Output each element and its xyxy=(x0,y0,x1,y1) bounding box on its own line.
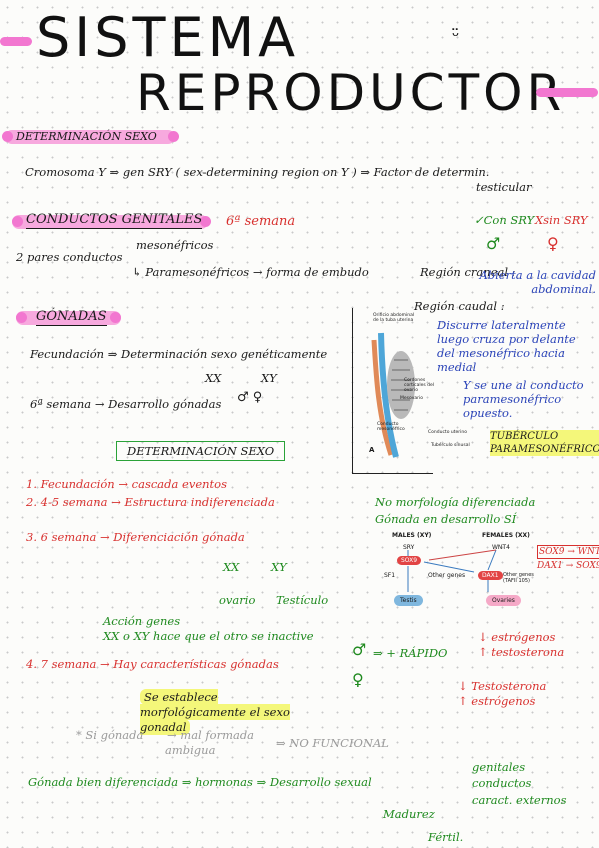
point-3-testiculo: Testículo xyxy=(276,593,329,607)
anatomy-diagram xyxy=(352,308,433,474)
gonads-symbols: ♂ ♀ xyxy=(237,390,263,405)
gene-other-2: Other genes (TAFII 105) xyxy=(503,572,534,584)
gonad-stripes xyxy=(391,359,411,411)
xx-label: XX xyxy=(205,371,222,385)
sexo-gonadal-highlight: Se establece morfológicamente el sexo go… xyxy=(140,689,315,735)
determinacion-sexo-box: DETERMINACIÓN SEXO xyxy=(116,441,286,461)
genitales: genitales xyxy=(472,760,526,774)
point-4-female: ♀ xyxy=(352,670,364,689)
testosterona-down: ↓ Testosterona xyxy=(458,679,547,693)
mesonephric-duct xyxy=(371,339,394,456)
gene-other-1: Other genes xyxy=(428,572,466,579)
heading-dot-left xyxy=(16,312,27,323)
fertil: Fértil. xyxy=(428,830,464,844)
gene-diagram-arrows xyxy=(407,549,497,592)
section-heading-conductos: CONDUCTOS GENITALES xyxy=(26,212,203,229)
diagram-label-tuberculo: Tubérculo sinusal xyxy=(431,443,470,448)
gene-diagram-males: MALES (XY) xyxy=(392,532,432,539)
region-caudal-value2: Y se une al conducto paramesonéfrico opu… xyxy=(463,378,584,420)
diagram-label-orificio: Orificio abdominal de la tuba uterina xyxy=(373,313,415,323)
gene-testis: Testis xyxy=(394,595,423,606)
week-6-label: 6ª semana xyxy=(226,214,296,229)
gene-ovaries: Ovaries xyxy=(486,595,521,606)
gonada-final: Gónada bien diferenciada ⇒ hormonas ⇒ De… xyxy=(28,775,372,789)
paramesonephric-duct xyxy=(378,332,399,458)
region-caudal-value: Discurre lateralmente luego cruza por de… xyxy=(437,318,576,374)
diagram-label-mesovario: Mesovario xyxy=(400,396,424,401)
accion-genes: Acción genes xyxy=(103,614,181,628)
title-accent-right xyxy=(536,88,598,97)
cromosoma-line: Cromosoma Y ⇒ gen SRY ( sex-determining … xyxy=(25,165,490,179)
estrogenos-up: ↑ estrógenos xyxy=(458,694,536,708)
gene-diagram-females: FEMALES (XX) xyxy=(482,532,530,539)
mesonefricos-label: mesonéfricos xyxy=(136,238,214,252)
heading-dot-left xyxy=(12,216,23,227)
section-heading-highlight xyxy=(12,215,208,229)
estrogenos-down: ↓ estrógenos xyxy=(478,630,556,644)
gonad-shape xyxy=(387,351,415,419)
male-symbol: ♂ xyxy=(486,234,501,253)
si-gonada: * Si gónada xyxy=(76,728,144,742)
gene-sf1: SF1 xyxy=(384,572,396,579)
region-craneal-value: Abierta a la cavidad abdominal. xyxy=(479,268,596,296)
region-caudal: Región caudal : xyxy=(414,299,505,313)
ambigua: ambigua xyxy=(165,743,216,757)
point-1: 1. Fecundación → cascada eventos xyxy=(26,477,227,491)
region-craneal: Región craneal : xyxy=(420,265,516,279)
gene-sox9: SOX9 xyxy=(397,556,422,565)
anatomy-illustration xyxy=(371,332,415,458)
smiley-doodle: ᵕ̈ xyxy=(452,26,460,47)
rapido: ⇒ + RÁPIDO xyxy=(373,646,448,660)
pares-conductos: 2 pares conductos xyxy=(16,250,123,264)
heading-dot-right xyxy=(200,216,211,227)
cromosoma-line-cont: testicular xyxy=(476,180,532,194)
conductos-final: conductos xyxy=(472,776,532,790)
point-2-result-1: No morfología diferenciada xyxy=(375,495,536,509)
madurez: Madurez xyxy=(383,807,435,821)
tuberculo-paramesonefrico: TUBÉRCULO PARAMESONÉFRICO xyxy=(490,430,599,456)
diagram-label-conducto-uterino: Conducto uterino xyxy=(428,430,467,435)
point-3-xy: XY xyxy=(271,560,287,574)
semana6-line: 6ª semana → Desarrollo gónadas xyxy=(30,397,222,411)
gene-sry: SRY xyxy=(403,544,415,551)
heading-dot-left xyxy=(2,131,13,142)
diagram-label-conducto-meso: Conducto mesonéfrico xyxy=(377,422,405,432)
no-funcional: ⇒ NO FUNCIONAL xyxy=(276,736,389,750)
gene-dax1: DAX1 xyxy=(478,571,503,580)
paramesonefricos-label: ↳ Paramesonéfricos → forma de embudo xyxy=(132,265,369,279)
heading-dot-right xyxy=(110,312,121,323)
point-4-male: ♂ xyxy=(352,640,367,659)
section-heading-highlight xyxy=(16,311,121,325)
point-2: 2. 4-5 semana → Estructura indiferenciad… xyxy=(26,495,275,509)
point-3: 3. 6 semana → Diferenciación gónada xyxy=(26,530,245,544)
section-heading-highlight xyxy=(5,130,175,144)
title-accent-left xyxy=(0,37,32,46)
testosterona-up: ↑ testosterona xyxy=(478,645,565,659)
caract-externos: caract. externos xyxy=(472,793,567,807)
female-symbol: ♀ xyxy=(547,234,559,253)
diagram-label-a: A xyxy=(369,446,375,454)
accion-genes-line2: XX o XY hace que el otro se inactive xyxy=(103,629,314,643)
gene-note-2: DAX1 → SOX9 xyxy=(537,561,599,571)
xy-label: XY xyxy=(261,371,277,385)
point-3-xx: XX xyxy=(223,560,240,574)
fecundacion-line: Fecundación ⇒ Determinación sexo genétic… xyxy=(30,347,328,361)
mal-formada: → mal formada xyxy=(167,728,255,742)
gene-note-1: SOX9 → WNT4 xyxy=(537,545,599,559)
section-heading-determinacion: DETERMINACIÓN SEXO xyxy=(16,130,157,143)
heading-dot-right xyxy=(168,131,179,142)
section-heading-gonadas: GÓNADAS xyxy=(36,309,107,326)
page-title-line1: SISTEMA xyxy=(36,6,300,69)
diagram-label-cordones: Cordones corticales del ovario xyxy=(404,378,434,393)
point-4: 4. 7 semana → Hay características gónada… xyxy=(26,657,279,671)
point-3-ovario: ovario xyxy=(219,593,256,607)
page-title-line2: REPRODUCTOR xyxy=(136,64,566,122)
sin-sry-label: Xsin SRY xyxy=(535,213,588,227)
gene-wnt4: WNT4 xyxy=(492,544,510,551)
con-sry-label: ✓Con SRY xyxy=(474,213,535,227)
point-2-result-2: Gónada en desarrollo SÍ xyxy=(375,512,517,526)
